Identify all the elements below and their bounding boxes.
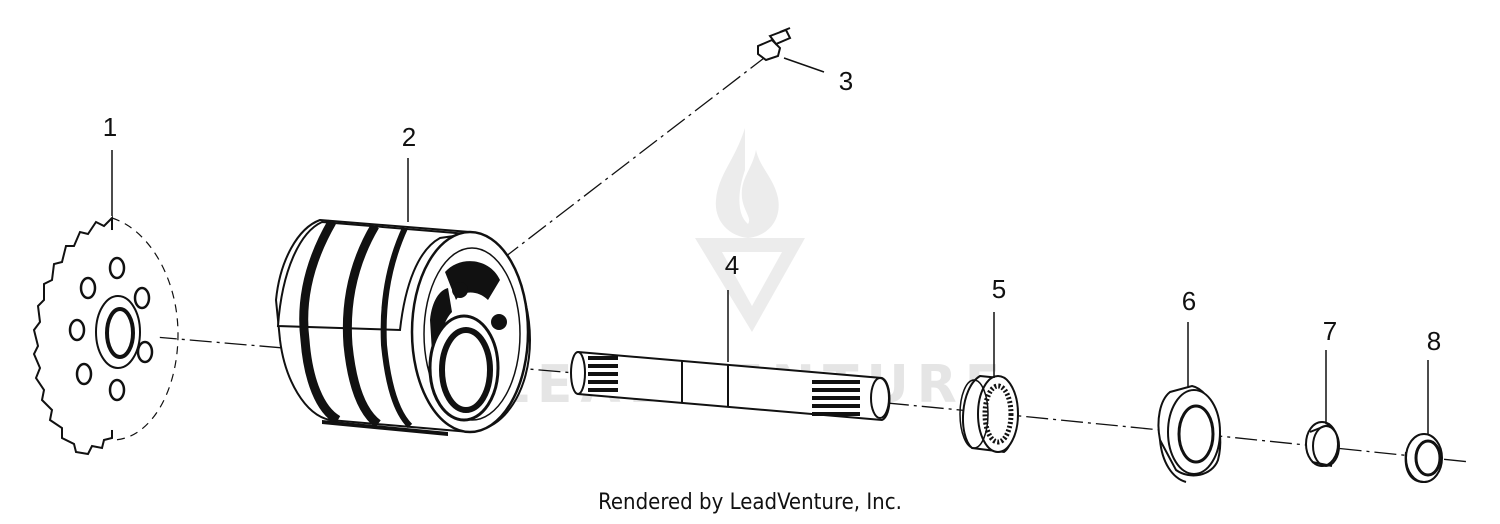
hub-rivet-2	[491, 314, 507, 330]
part-4-shaft	[570, 350, 891, 422]
shaft-end	[870, 377, 890, 419]
rendered-by-footer: Rendered by LeadVenture, Inc.	[598, 490, 902, 515]
sprocket-back-outline	[111, 217, 179, 441]
callout-7: 7	[1323, 316, 1337, 346]
part-7-ring	[1305, 421, 1340, 467]
hub-bore-inner	[439, 327, 493, 413]
fitting-axis-line	[461, 54, 769, 291]
part-3-grease-fitting	[757, 27, 792, 62]
shaft-start	[570, 351, 586, 395]
part-1-sprocket	[32, 215, 179, 456]
hub-rivet-1	[452, 282, 468, 298]
callout-6: 6	[1182, 286, 1196, 316]
flame-logo-icon	[715, 128, 779, 238]
part-5-bearing	[959, 374, 1019, 454]
sprocket-bore	[105, 307, 135, 359]
sprocket-bolt-holes	[68, 256, 154, 402]
hub-groove-1	[299, 219, 341, 424]
callout-leaders	[111, 57, 1429, 434]
callout-1: 1	[103, 112, 117, 142]
callout-5: 5	[992, 274, 1006, 304]
shaft-splines-right	[812, 380, 860, 416]
part-6-flange	[1157, 384, 1222, 483]
part-2-clutch-hub	[274, 218, 532, 436]
hub-bottom-clips	[322, 420, 448, 436]
callout-2: 2	[402, 122, 416, 152]
callout-8: 8	[1427, 326, 1441, 356]
callout-3: 3	[839, 66, 853, 96]
shaft-splines-left	[588, 356, 618, 392]
hub-shoe-top	[276, 220, 469, 332]
part-8-collar	[1404, 433, 1443, 483]
v-logo-icon	[695, 238, 805, 332]
callout-4: 4	[725, 250, 739, 280]
hub-groove-2	[342, 223, 381, 428]
hub-groove-3	[380, 226, 413, 429]
